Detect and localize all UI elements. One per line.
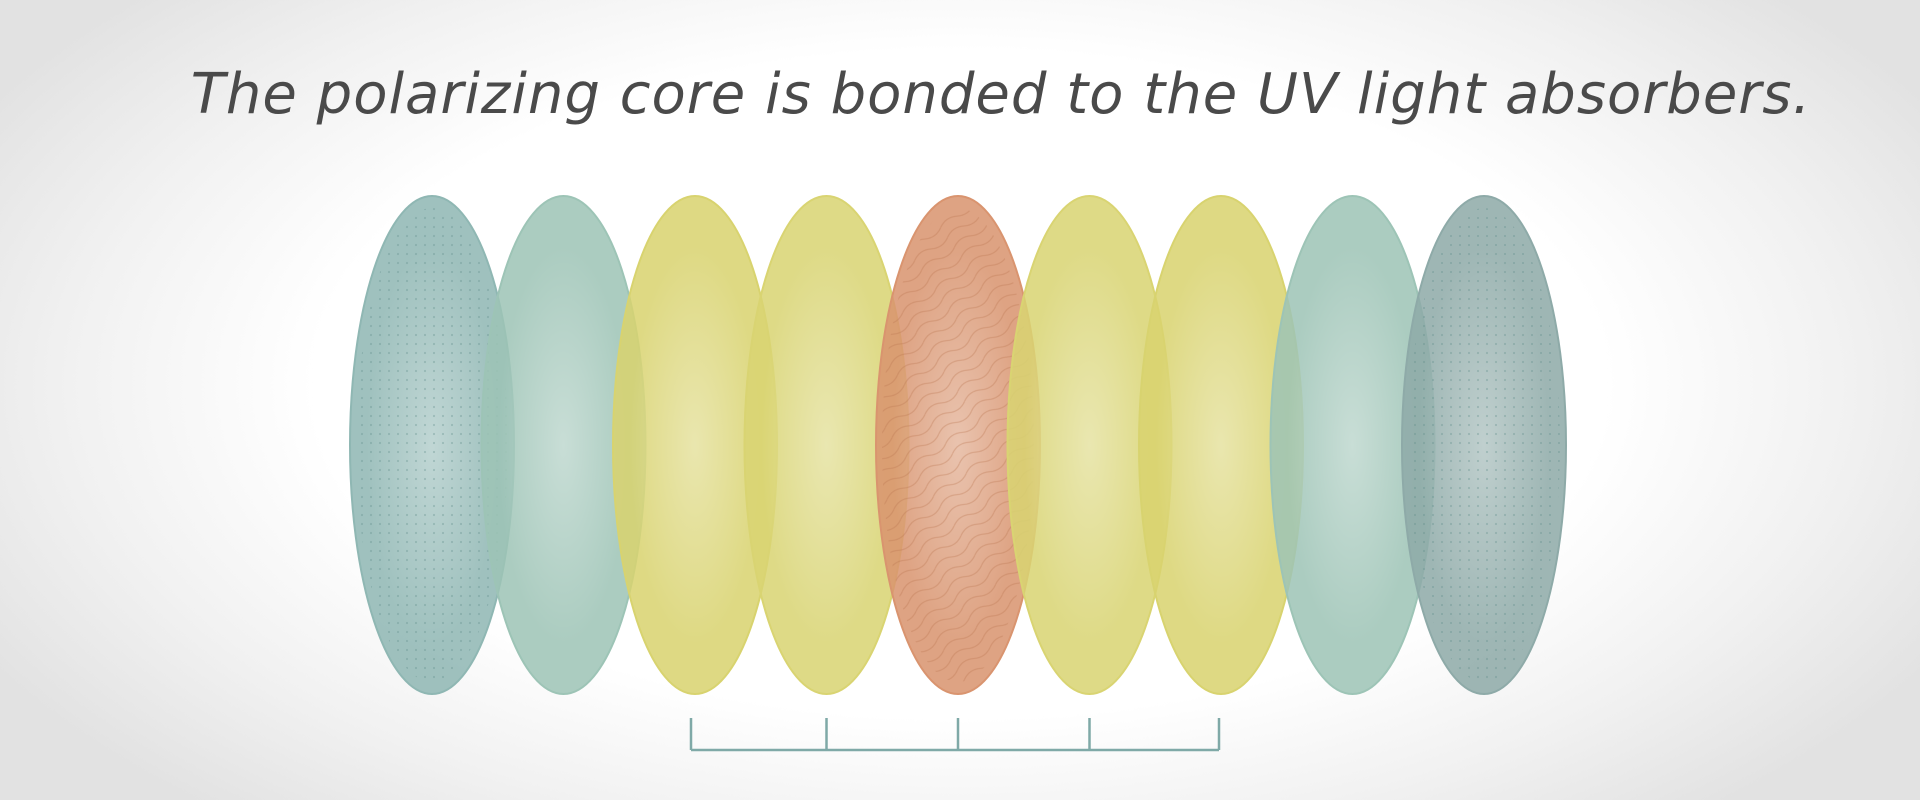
layer-outer-coating-right	[1401, 195, 1567, 695]
layer-highlight	[1155, 245, 1287, 645]
layer-uv-absorber-right-inner	[1006, 195, 1173, 695]
layer-hard-coat-right	[1269, 195, 1436, 695]
layer-texture	[1408, 208, 1560, 682]
layer-highlight	[1286, 245, 1419, 645]
layer-highlight	[1023, 245, 1156, 645]
layer-highlight	[497, 245, 630, 645]
layer-bracket	[689, 718, 1221, 752]
layer-texture	[356, 208, 508, 682]
layer-uv-absorber-left-inner	[743, 195, 910, 695]
layer-texture	[882, 208, 1034, 682]
layer-highlight	[760, 245, 893, 645]
layer-uv-absorber-right-outer	[1138, 195, 1304, 695]
layer-polarizing-core	[875, 195, 1041, 695]
layer-highlight	[629, 245, 761, 645]
layer-hard-coat-left	[480, 195, 647, 695]
diagram-caption: The polarizing core is bonded to the UV …	[190, 62, 1812, 127]
layer-uv-absorber-left-outer	[612, 195, 778, 695]
layers-group	[349, 195, 1567, 695]
